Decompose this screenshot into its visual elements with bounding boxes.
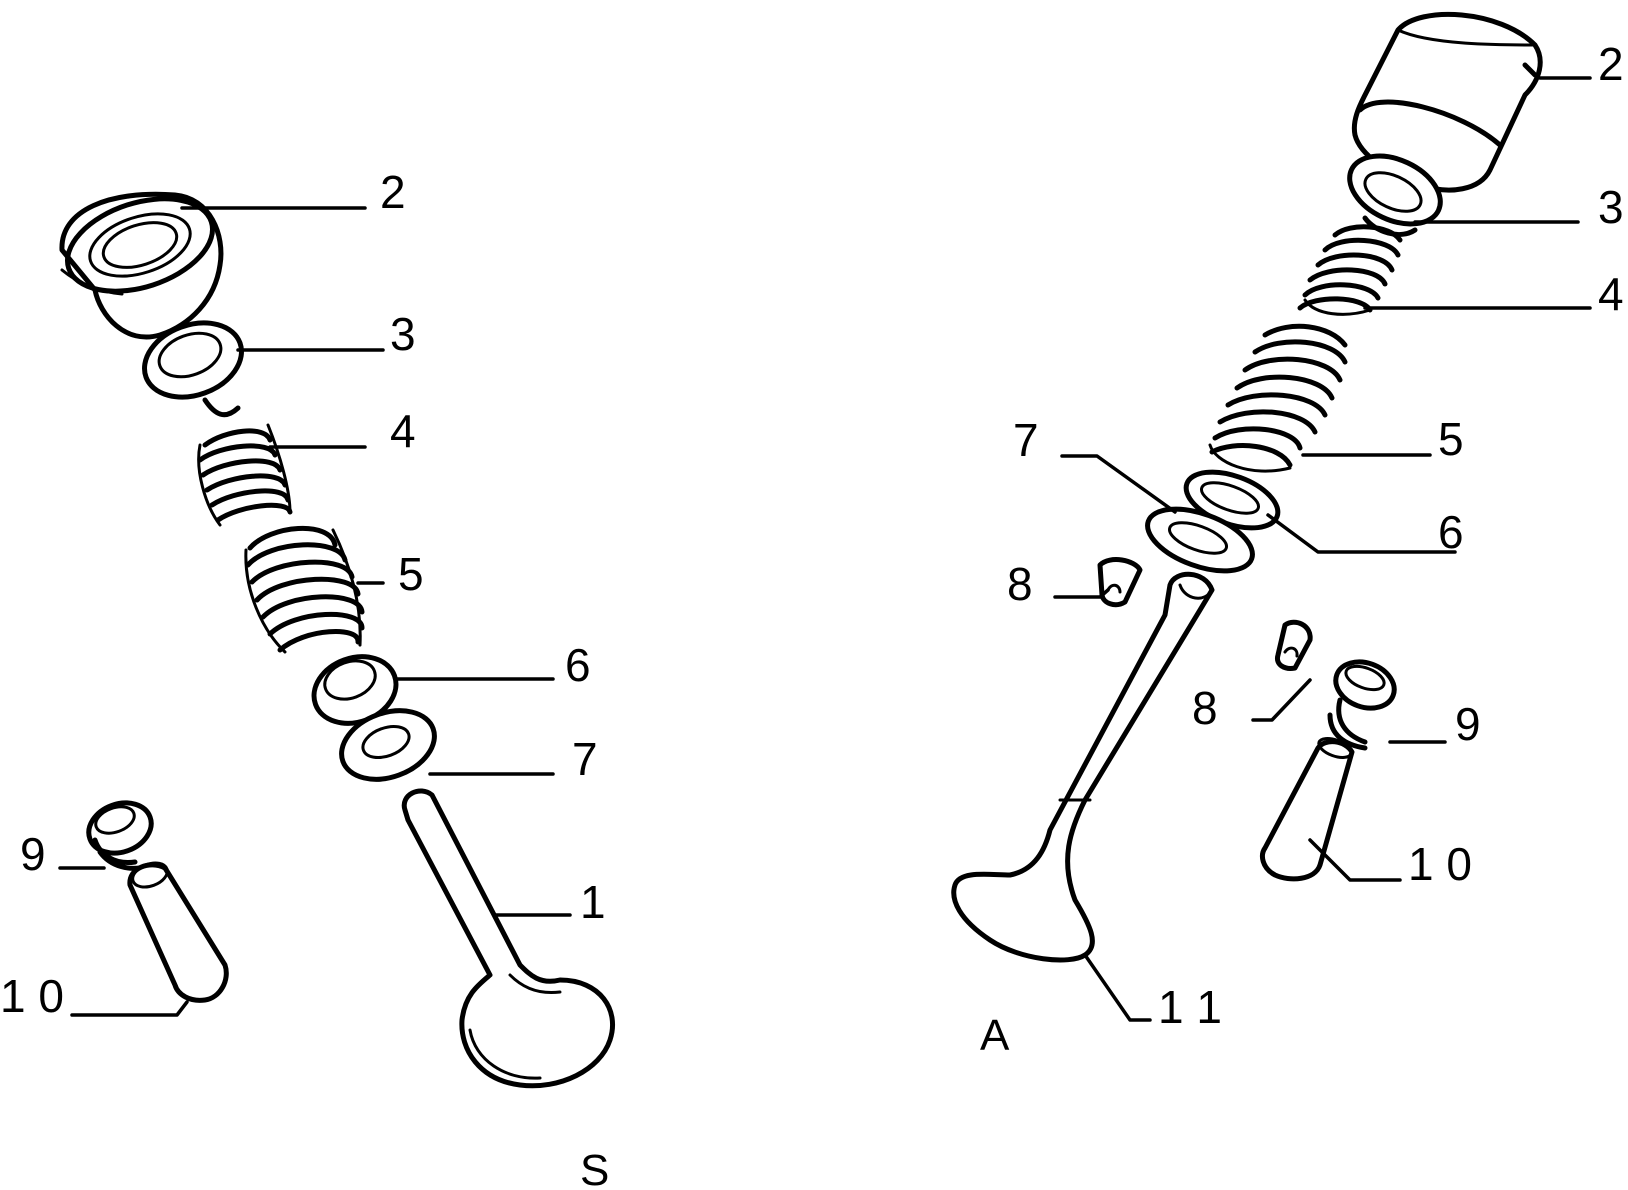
tappet-bucket-left	[59, 191, 224, 340]
valve-guide-right	[1260, 736, 1355, 882]
callout-3-right: 3	[1598, 181, 1624, 233]
right-leader-lines	[1053, 76, 1592, 1022]
callout-7-left: 7	[572, 733, 598, 785]
inner-spring-left	[197, 423, 293, 527]
collet-upper-right	[1097, 557, 1143, 608]
right-valve-assembly: 2 3 4 5 6 7 8 8 9 1 0 1 1 A	[951, 11, 1624, 1060]
valve-left	[401, 788, 616, 1089]
callout-5-right: 5	[1438, 413, 1464, 465]
callout-6-right: 6	[1438, 506, 1464, 558]
callout-9-right: 9	[1455, 698, 1481, 750]
callout-11-right: 1 1	[1158, 981, 1222, 1033]
spring-retainer-left	[142, 320, 244, 418]
callout-6-left: 6	[565, 639, 591, 691]
side-label-a: A	[980, 1011, 1010, 1060]
right-callout-labels: 2 3 4 5 6 7 8 8 9 1 0 1 1 A	[980, 38, 1624, 1060]
callout-10-right: 1 0	[1408, 838, 1472, 890]
callout-4-right: 4	[1598, 268, 1624, 320]
callout-7-right: 7	[1013, 414, 1039, 466]
stem-seal-left	[86, 800, 154, 871]
stem-seal-right	[1327, 659, 1397, 751]
outer-spring-right	[1208, 323, 1348, 473]
callout-1-left: 1	[580, 876, 606, 928]
callout-10-left: 1 0	[0, 970, 64, 1022]
callout-8a-right: 8	[1007, 558, 1033, 610]
valve-guide-left	[127, 861, 229, 1003]
outer-spring-left	[244, 525, 365, 654]
callout-2-left: 2	[380, 166, 406, 218]
valve-right	[951, 571, 1215, 963]
callout-2-right: 2	[1598, 38, 1624, 90]
left-leader-lines	[58, 206, 572, 1017]
tappet-bucket-right	[1351, 11, 1543, 193]
collet-lower-right	[1274, 619, 1313, 671]
washer-left	[339, 708, 437, 782]
left-callout-labels: 2 3 4 5 6 7 1 9 1 0 S	[0, 166, 609, 1190]
side-label-s: S	[580, 1146, 609, 1190]
inner-spring-right	[1297, 224, 1403, 316]
callout-8b-right: 8	[1192, 682, 1218, 734]
callout-4-left: 4	[390, 405, 416, 457]
callout-9-left: 9	[20, 828, 46, 880]
lower-seat-left	[311, 654, 399, 726]
washer-right	[1145, 506, 1255, 574]
left-valve-assembly: 2 3 4 5 6 7 1 9 1 0 S	[0, 166, 616, 1190]
callout-5-left: 5	[398, 548, 424, 600]
callout-3-left: 3	[390, 308, 416, 360]
